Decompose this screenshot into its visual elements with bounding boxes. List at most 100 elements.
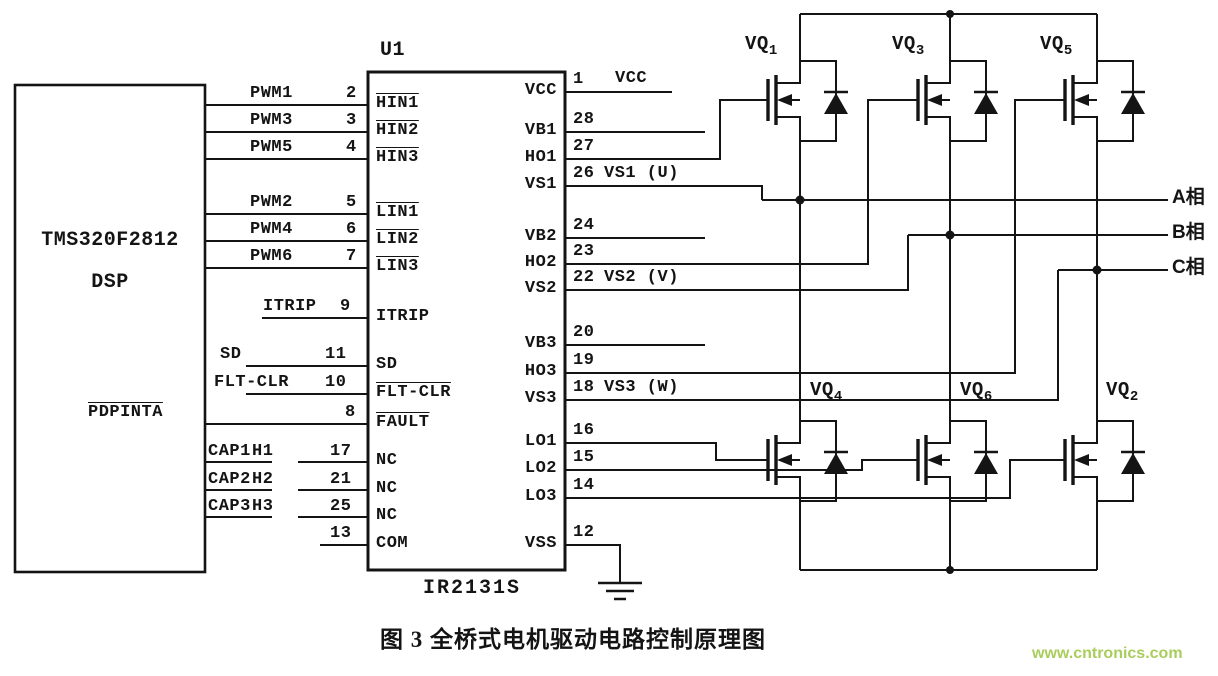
mosfet-symbol-vq2 xyxy=(1043,403,1147,517)
pin-num-21: 21 xyxy=(330,470,352,489)
mosfet-label-vq5: VQ5 xyxy=(1040,34,1073,61)
wires-vs xyxy=(565,185,1059,401)
wire-label-h2: H2 xyxy=(252,470,274,489)
pin-name-vss: VSS xyxy=(524,534,557,553)
pin-name-lo2: LO2 xyxy=(524,459,557,478)
pin-num-17: 17 xyxy=(330,442,352,461)
pin-name-sd: SD xyxy=(376,355,398,374)
pin-name-vs1: VS1 xyxy=(524,175,557,194)
pin-name-vb2: VB2 xyxy=(524,227,557,246)
pin-name-lo3: LO3 xyxy=(524,487,557,506)
pin-name-nc3: NC xyxy=(376,506,398,525)
pin-name-lin3: LIN3 xyxy=(376,257,419,276)
signal-pwm6: PWM6 xyxy=(250,247,293,266)
vq3-sub: 3 xyxy=(915,42,925,59)
pin-name-vb1: VB1 xyxy=(524,121,557,140)
pin-num-9: 9 xyxy=(340,297,351,316)
pin-num-13: 13 xyxy=(330,524,352,543)
vq4-sub: 4 xyxy=(833,388,843,405)
signal-cap2: CAP2 xyxy=(208,470,251,489)
dsp-name: TMS320F2812 xyxy=(41,229,179,252)
vq1-sub: 1 xyxy=(768,42,778,59)
mosfet-label-vq4: VQ4 xyxy=(810,380,843,407)
signal-pwm1: PWM1 xyxy=(250,84,293,103)
pin-name-flt-clr: FLT-CLR xyxy=(376,383,451,402)
pin-name-lin2: LIN2 xyxy=(376,230,419,249)
wire-label-h3: H3 xyxy=(252,497,274,516)
pin-num-10: 10 xyxy=(325,373,347,392)
pin-name-vb3: VB3 xyxy=(524,334,557,353)
chip-part: IR2131S xyxy=(423,577,522,600)
mosfet-symbol-vq1 xyxy=(746,43,850,157)
vq5-prefix: VQ xyxy=(1040,33,1064,55)
junction-dots xyxy=(795,10,1102,574)
pin-name-nc2: NC xyxy=(376,479,398,498)
bottom-rail xyxy=(799,515,1098,571)
pin-num-24: 24 xyxy=(573,216,595,235)
pin-name-lin1: LIN1 xyxy=(376,203,419,222)
pin-name-nc1: NC xyxy=(376,451,398,470)
wires-vb xyxy=(565,131,705,346)
pin-num-26: 26 xyxy=(573,164,595,183)
signal-flt-clr: FLT-CLR xyxy=(214,373,289,392)
mosfet-label-vq6: VQ6 xyxy=(960,380,993,407)
pin-num-14: 14 xyxy=(573,476,595,495)
wires-ho xyxy=(565,99,1045,374)
wires-lo xyxy=(565,442,1045,499)
pin-num-20: 20 xyxy=(573,323,595,342)
vq5-sub: 5 xyxy=(1063,42,1073,59)
signal-sd: SD xyxy=(220,345,242,364)
pin-num-16: 16 xyxy=(573,421,595,440)
net-label-vs2: VS2 (V) xyxy=(604,268,679,287)
signal-cap1: CAP1 xyxy=(208,442,251,461)
pin-num-4: 4 xyxy=(346,138,357,157)
pin-num-22: 22 xyxy=(573,268,595,287)
vq3-prefix: VQ xyxy=(892,33,916,55)
driver-chip-box xyxy=(366,70,567,572)
wire-vss xyxy=(565,544,621,583)
net-label-vs3: VS3 (W) xyxy=(604,378,679,397)
pin-num-23: 23 xyxy=(573,242,595,261)
figure-caption: 图 3 全桥式电机驱动电路控制原理图 xyxy=(380,627,766,652)
wire-label-h1: H1 xyxy=(252,442,274,461)
pin-name-lo1: LO1 xyxy=(524,432,557,451)
pin-num-3: 3 xyxy=(346,111,357,130)
vq4-prefix: VQ xyxy=(810,379,834,401)
wires-right xyxy=(565,91,1059,583)
net-label-vs1: VS1 (U) xyxy=(604,164,679,183)
pin-name-hin3: HIN3 xyxy=(376,148,419,167)
pin-name-hin2: HIN2 xyxy=(376,121,419,140)
phase-label-b: B相 xyxy=(1172,222,1205,243)
pin-num-28: 28 xyxy=(573,110,595,129)
pin-num-2: 2 xyxy=(346,84,357,103)
pin-name-ho2: HO2 xyxy=(524,253,557,272)
pin-num-25: 25 xyxy=(330,497,352,516)
mosfet-label-vq3: VQ3 xyxy=(892,34,925,61)
chip-ref: U1 xyxy=(380,39,406,62)
phase-lines xyxy=(762,155,1168,405)
site-watermark: www.cntronics.com xyxy=(1032,645,1183,662)
vq1-prefix: VQ xyxy=(745,33,769,55)
signal-itrip: ITRIP xyxy=(263,297,317,316)
pin-num-6: 6 xyxy=(346,220,357,239)
pin-name-fault: FAULT xyxy=(376,413,430,432)
signal-pdpinta: PDPINTA xyxy=(88,403,163,422)
pin-name-itrip: ITRIP xyxy=(376,307,430,326)
phase-label-c: C相 xyxy=(1172,257,1205,278)
pin-num-27: 27 xyxy=(573,137,595,156)
dsp-type: DSP xyxy=(91,271,129,294)
pin-name-vcc: VCC xyxy=(524,81,557,100)
pin-num-19: 19 xyxy=(573,351,595,370)
pin-name-ho1: HO1 xyxy=(524,148,557,167)
vq6-prefix: VQ xyxy=(960,379,984,401)
dsp-box xyxy=(13,83,207,574)
pin-num-7: 7 xyxy=(346,247,357,266)
pin-num-8: 8 xyxy=(345,403,356,422)
net-label-vcc: VCC xyxy=(615,69,648,88)
pin-num-11: 11 xyxy=(325,345,347,364)
mosfet-symbol-vq3 xyxy=(896,43,1000,157)
power-rails xyxy=(799,13,1098,571)
signal-pwm4: PWM4 xyxy=(250,220,293,239)
